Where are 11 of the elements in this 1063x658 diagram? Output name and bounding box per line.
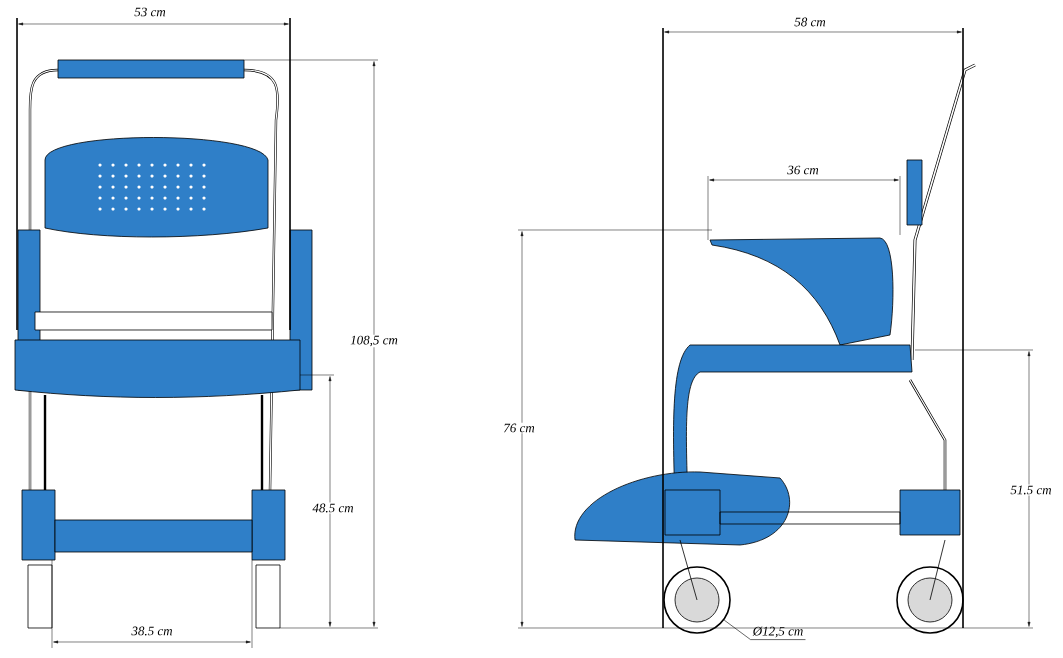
wheel bbox=[663, 566, 731, 634]
dimension-label: 58 cm bbox=[794, 17, 826, 27]
dimension-label: Ø12,5 cm bbox=[752, 626, 803, 638]
dimension-label: 48.5 cm bbox=[311, 502, 355, 514]
dimension-label: 51.5 cm bbox=[1009, 484, 1053, 496]
dimension-label: 76 cm bbox=[502, 422, 536, 434]
dimension-label: 53 cm bbox=[134, 7, 166, 17]
leader-line bbox=[723, 619, 806, 640]
dimension-label: 36 cm bbox=[787, 165, 819, 175]
dimension-label: 38.5 cm bbox=[131, 626, 173, 636]
dimension-label: 108,5 cm bbox=[349, 334, 399, 348]
